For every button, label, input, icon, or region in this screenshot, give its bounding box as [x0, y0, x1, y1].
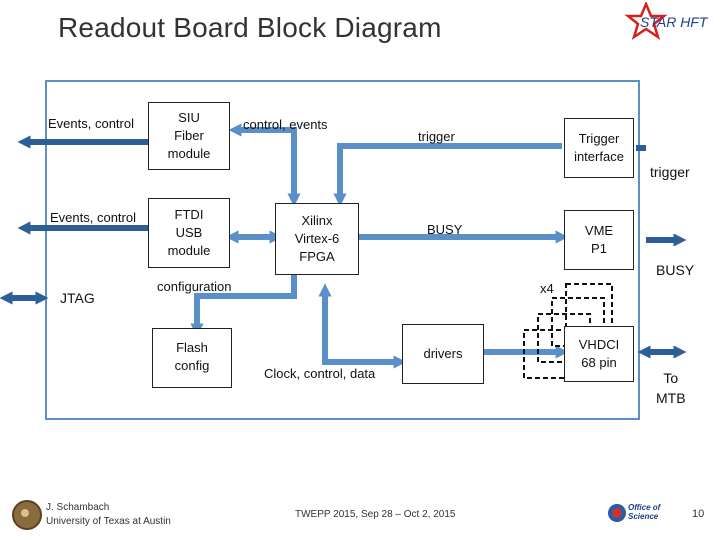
label-busy-internal: BUSY	[427, 222, 463, 237]
footer-author: J. Schambach	[46, 502, 110, 513]
arrow-configuration	[190, 275, 297, 337]
trigger-interface-block: Trigger interface	[564, 118, 634, 178]
star-icon	[624, 0, 668, 40]
page-title: Readout Board Block Diagram	[58, 12, 442, 43]
label-trigger-internal: trigger	[418, 129, 455, 144]
fpga-block: Xilinx Virtex-6 FPGA	[275, 203, 359, 275]
footer-conference: TWEPP 2015, Sep 28 – Oct 2, 2015	[295, 509, 456, 520]
ut-seal-logo	[12, 500, 42, 530]
drivers-block: drivers	[402, 324, 484, 384]
vme-p1-block: VME P1	[564, 210, 634, 270]
office-of-science-text: Office of Science	[628, 503, 661, 521]
footer-affiliation: University of Texas at Austin	[46, 516, 171, 527]
doe-icon	[608, 504, 626, 522]
arrow-trigger-fpga	[333, 143, 562, 207]
label-to-mtb: To MTB	[656, 370, 686, 406]
label-events-control-siu: Events, control	[48, 116, 134, 131]
label-configuration: configuration	[157, 279, 232, 294]
label-events-control-ftdi: Events, control	[50, 210, 136, 225]
star-hft-logo: STAR HFT	[622, 0, 714, 42]
flash-config-block: Flash config	[152, 328, 232, 388]
label-jtag: JTAG	[60, 290, 95, 306]
vhdci-68-pin-block: VHDCI 68 pin	[564, 326, 634, 382]
ftdi-usb-module-block: FTDI USB module	[148, 198, 230, 268]
label-trigger-external: trigger	[650, 164, 690, 180]
seal-icon	[21, 509, 29, 517]
label-clock-control-data: Clock, control, data	[264, 366, 376, 381]
label-x4: x4	[540, 281, 554, 296]
siu-fiber-module-block: SIU Fiber module	[148, 102, 230, 170]
office-of-science-logo: Office of Science	[608, 502, 678, 526]
page-number: 10	[692, 508, 705, 520]
label-busy-external: BUSY	[656, 262, 695, 278]
label-control-events: control, events	[243, 117, 328, 132]
star-hft-logo-text: STAR HFT	[640, 14, 708, 30]
arrow-fpga-drivers	[318, 283, 407, 369]
arrow-siu-fpga	[228, 123, 301, 207]
